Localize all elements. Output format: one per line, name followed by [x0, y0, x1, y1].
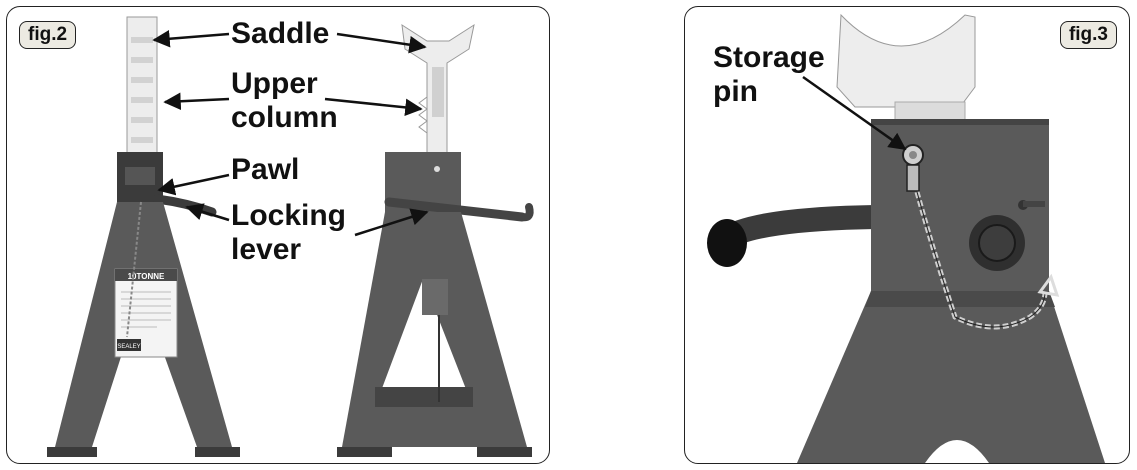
- label-brand-bottom: SEALEY: [117, 344, 140, 350]
- pawl-label: Pawl: [231, 153, 300, 186]
- axle-stands-illustration: 10TONNE SEALEY: [47, 16, 534, 457]
- callout-arrows: [152, 30, 429, 237]
- figure-3-tag: fig.3: [1059, 21, 1117, 49]
- figure-2-panel: 10TONNE SEALEY: [6, 6, 550, 464]
- figure-3-panel: fig.3 Storage pin: [684, 6, 1130, 464]
- storage-pin-closeup-illustration: [707, 13, 1105, 463]
- right-axle-stand: [337, 23, 534, 457]
- saddle-label: Saddle: [231, 17, 330, 50]
- locking-lever-label: Locking lever: [231, 199, 347, 266]
- upper-column-label: Upper column: [231, 67, 338, 134]
- figure-2-tag: fig.2: [19, 21, 77, 49]
- label-brand-top: 10TONNE: [128, 272, 165, 281]
- storage-pin-label: Storage pin: [713, 41, 825, 108]
- left-axle-stand: 10TONNE SEALEY: [47, 16, 240, 457]
